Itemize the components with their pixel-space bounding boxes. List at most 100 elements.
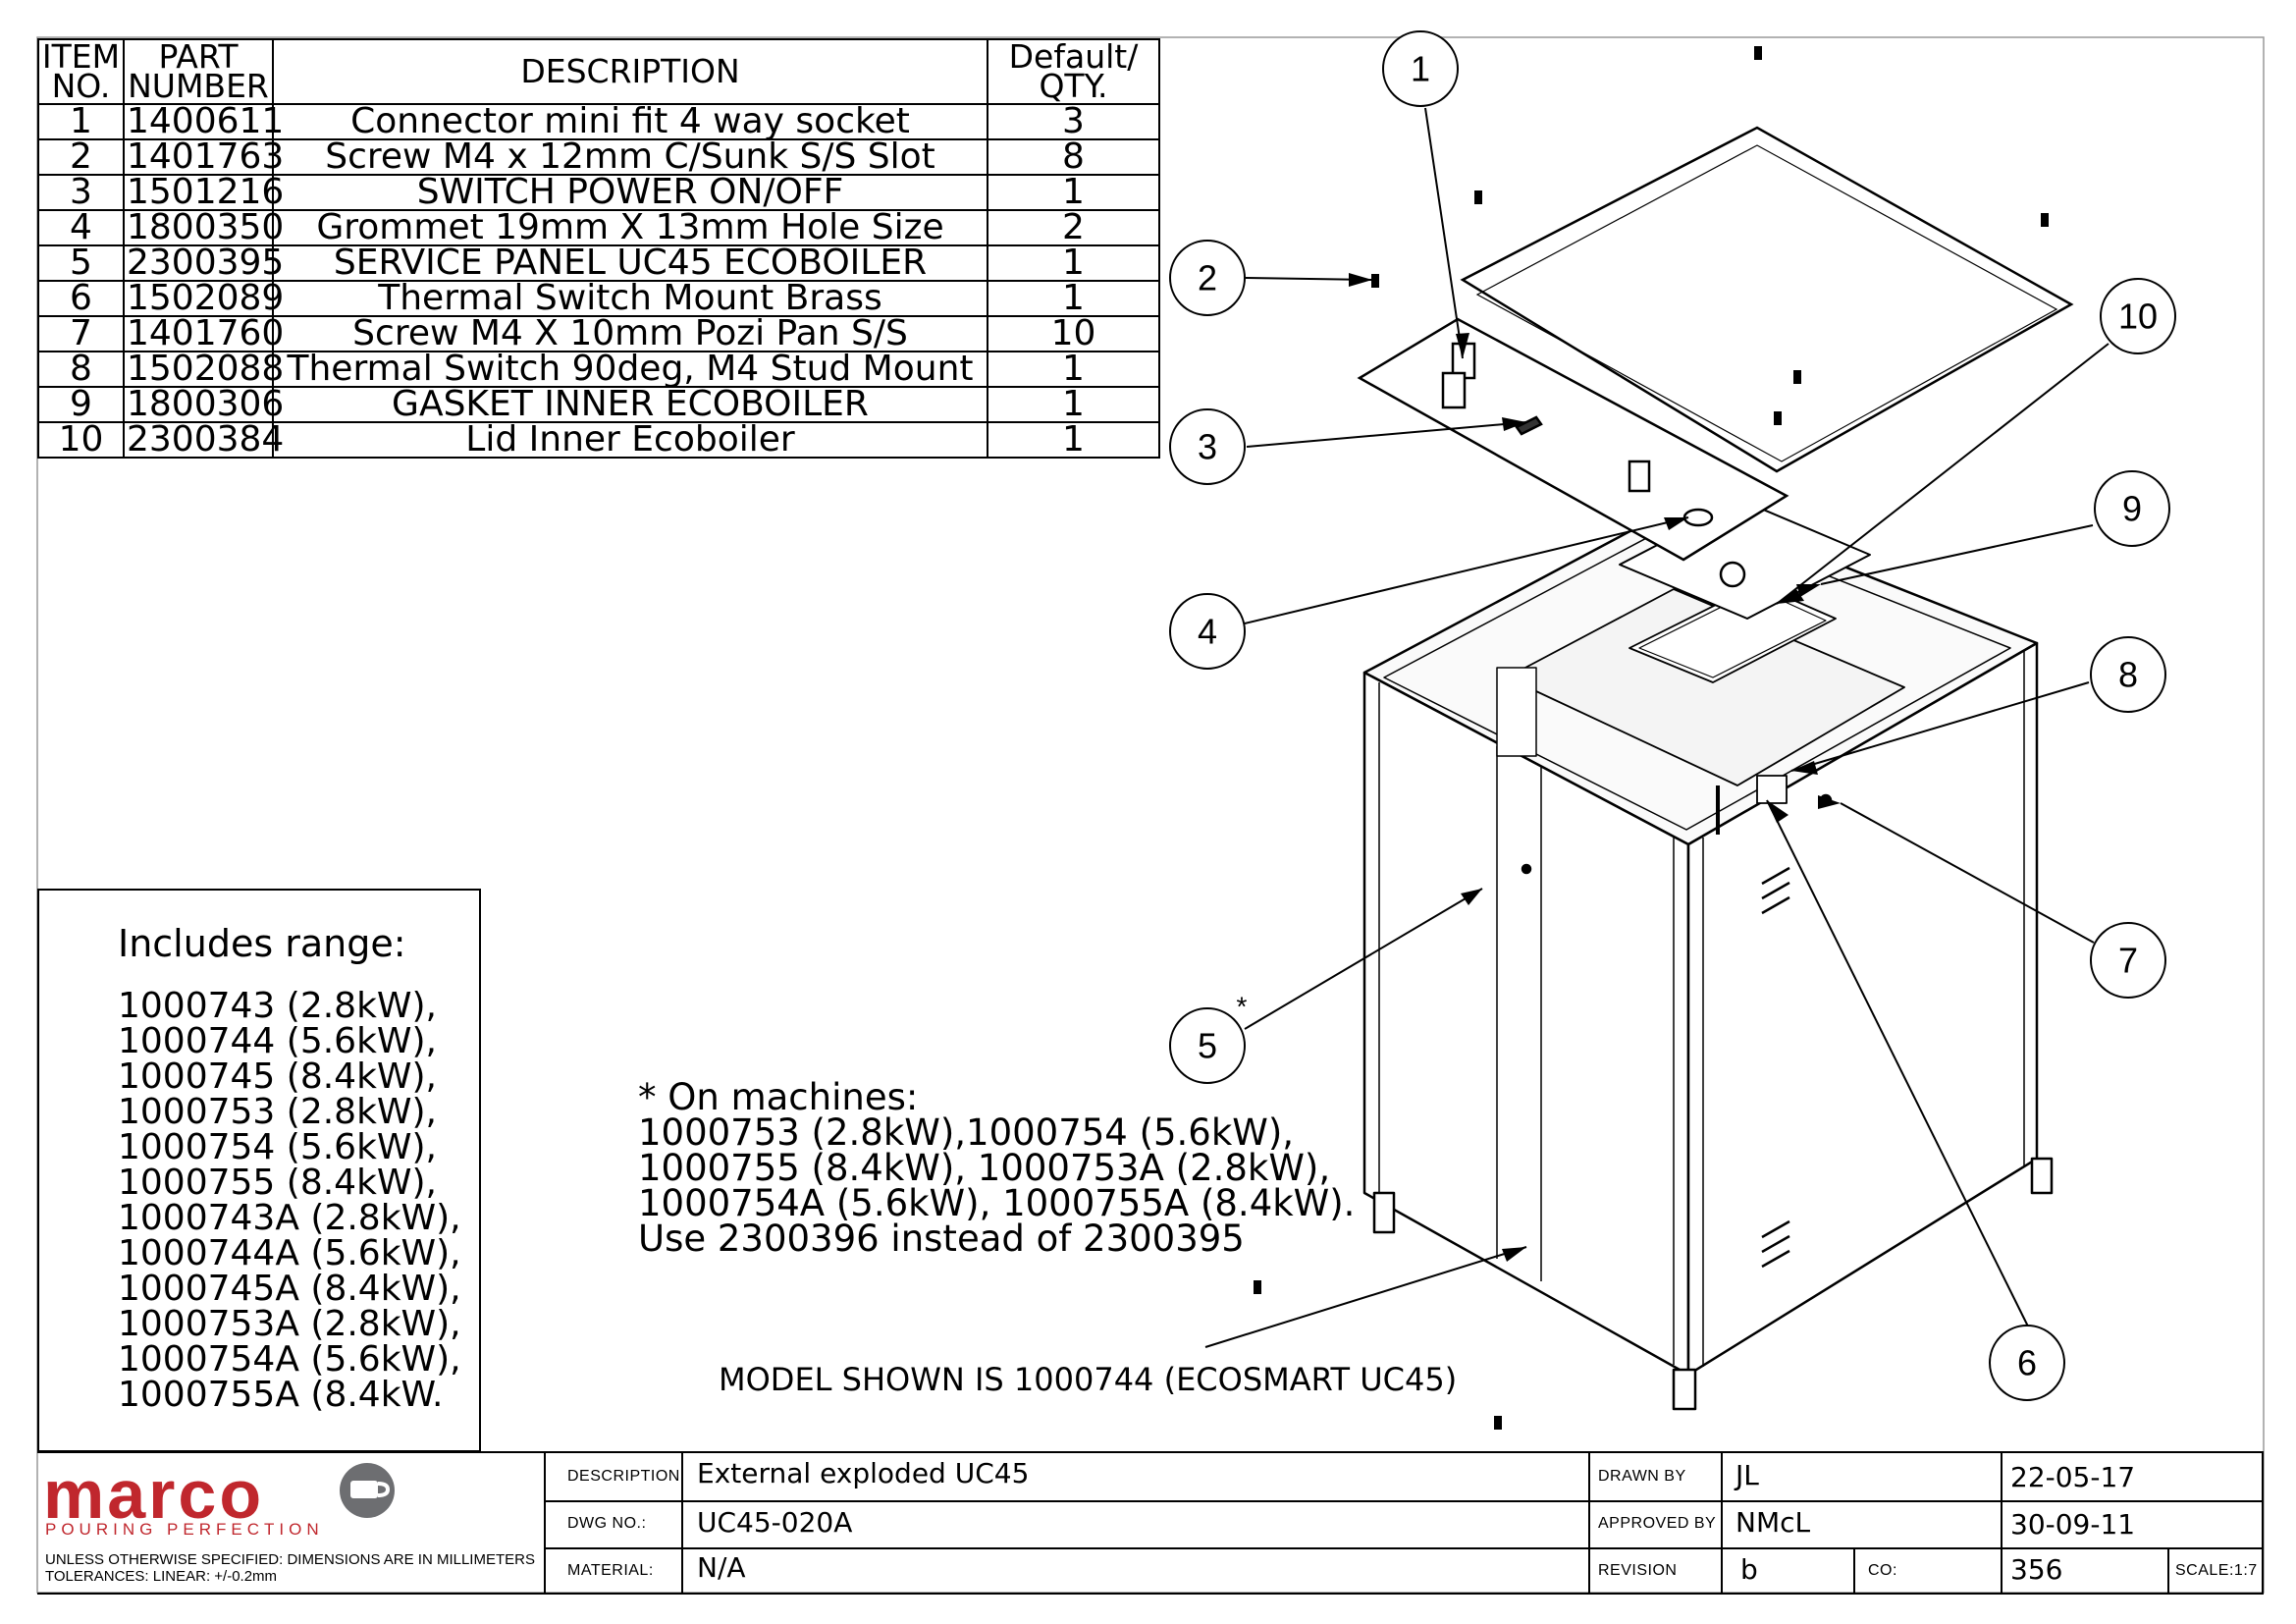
bom-cell-description: Screw M4 x 12mm C/Sunk S/S Slot	[272, 138, 988, 176]
callout-4-circle	[1169, 593, 1246, 670]
callout-bubbles	[1169, 30, 2176, 1401]
callout-8-circle	[2090, 636, 2166, 713]
bom-cell-description: GASKET INNER ECOBOILER	[272, 386, 988, 423]
bom-cell-item: 4	[37, 209, 125, 246]
bom-cell-description: SERVICE PANEL UC45 ECOBOILER	[272, 244, 988, 282]
bom-header-qty: Default/QTY.	[987, 38, 1160, 105]
range-item: 1000743A (2.8kW),	[118, 1198, 461, 1238]
range-item: 1000744 (5.6kW),	[118, 1021, 438, 1061]
bom-cell-description: Thermal Switch Mount Brass	[272, 280, 988, 317]
bom-cell-qty: 1	[987, 174, 1160, 211]
bom-cell-description: Thermal Switch 90deg, M4 Stud Mount	[272, 351, 988, 388]
bom-cell-item: 5	[37, 244, 125, 282]
machines-note-line: 1000753 (2.8kW),1000754 (5.6kW),	[638, 1111, 1295, 1154]
bom-cell-part: 1800350	[123, 209, 284, 246]
dwg-no-value: UC45-020A	[697, 1506, 853, 1539]
bom-cell-part: 1401763	[123, 138, 284, 176]
callout-9-circle	[2094, 470, 2170, 547]
callout-2: 2	[1198, 258, 1217, 298]
bom-cell-item: 7	[37, 315, 125, 352]
bom-cell-item: 2	[37, 138, 125, 176]
bom-cell-part: 2300384	[123, 421, 284, 459]
approved-date: 30-09-11	[2010, 1508, 2136, 1541]
bom-cell-part: 1502088	[123, 351, 284, 388]
bom-cell-description: Screw M4 X 10mm Pozi Pan S/S	[272, 315, 988, 352]
bom-cell-description: SWITCH POWER ON/OFF	[272, 174, 988, 211]
model-shown-note: MODEL SHOWN IS 1000744 (ECOSMART UC45)	[719, 1361, 1458, 1398]
machines-note-line: 1000754A (5.6kW), 1000755A (8.4kW).	[638, 1182, 1356, 1224]
machines-note-line: 1000755 (8.4kW), 1000753A (2.8kW),	[638, 1147, 1331, 1189]
range-item: 1000753A (2.8kW),	[118, 1304, 461, 1344]
bom-cell-item: 9	[37, 386, 125, 423]
range-item: 1000755 (8.4kW),	[118, 1163, 438, 1203]
approved-by-label: APPROVED BY	[1598, 1515, 1717, 1532]
bom-cell-description: Connector mini fit 4 way socket	[272, 103, 988, 140]
callout-9: 9	[2122, 489, 2142, 529]
revision-label: REVISION	[1598, 1562, 1678, 1579]
callout-4: 4	[1198, 612, 1217, 652]
scale-label: SCALE:1:7	[2175, 1562, 2258, 1579]
approved-by-value: NMcL	[1735, 1506, 1811, 1539]
bom-cell-item: 8	[37, 351, 125, 388]
callout-lines	[1204, 107, 2109, 1348]
bom-cell-part: 1502089	[123, 280, 284, 317]
range-title: Includes range:	[118, 922, 406, 965]
material-value: N/A	[697, 1551, 746, 1584]
logo-tagline: POURING PERFECTION	[45, 1520, 324, 1539]
description-label: DESCRIPTION:	[567, 1468, 685, 1485]
screws	[1254, 46, 2049, 1430]
bom-cell-qty: 8	[987, 138, 1160, 176]
machines-note: * On machines:1000753 (2.8kW),1000754 (5…	[638, 1079, 1356, 1257]
service-panel	[1357, 317, 1789, 562]
bom-cell-part: 1401760	[123, 315, 284, 352]
bom-cell-item: 6	[37, 280, 125, 317]
range-item: 1000743 (2.8kW),	[118, 986, 438, 1026]
drawn-by-label: DRAWN BY	[1598, 1468, 1686, 1485]
bom-cell-qty: 1	[987, 386, 1160, 423]
drawn-by-value: JL	[1735, 1459, 1759, 1491]
bom-cell-part: 1501216	[123, 174, 284, 211]
callout-6: 6	[2017, 1343, 2037, 1383]
cup-icon	[340, 1463, 395, 1518]
bom-cell-part: 1400611	[123, 103, 284, 140]
bom-cell-part: 2300395	[123, 244, 284, 282]
dwg-no-label: DWG NO.:	[567, 1515, 647, 1532]
description-value: External exploded UC45	[697, 1457, 1030, 1489]
bom-cell-qty: 1	[987, 280, 1160, 317]
bom-cell-qty: 3	[987, 103, 1160, 140]
range-item: 1000754 (5.6kW),	[118, 1127, 438, 1167]
callout-10-circle	[2100, 278, 2176, 354]
bom-cell-qty: 1	[987, 244, 1160, 282]
top-lid	[1460, 126, 2074, 473]
callout-7: 7	[2118, 941, 2138, 981]
callout-7-circle	[2090, 922, 2166, 999]
callout-2-circle	[1169, 240, 1246, 316]
callout-1-circle	[1382, 30, 1459, 107]
range-item: 1000745 (8.4kW),	[118, 1056, 438, 1097]
range-item: 1000744A (5.6kW),	[118, 1233, 461, 1273]
bom-cell-qty: 1	[987, 421, 1160, 459]
logo-wordmark: marco	[43, 1456, 265, 1533]
callout-1: 1	[1411, 49, 1430, 89]
tolerance-note: UNLESS OTHERWISE SPECIFIED: DIMENSIONS A…	[45, 1551, 535, 1585]
range-list: 1000743 (2.8kW),1000744 (5.6kW),1000745 …	[118, 989, 461, 1413]
bom-cell-item: 10	[37, 421, 125, 459]
co-label: CO:	[1868, 1562, 1897, 1579]
bom-cell-item: 3	[37, 174, 125, 211]
bom-cell-qty: 10	[987, 315, 1160, 352]
bom-cell-part: 1800306	[123, 386, 284, 423]
bom-cell-qty: 1	[987, 351, 1160, 388]
title-block: marco POURING PERFECTION UNLESS OTHERWIS…	[37, 1451, 2264, 1595]
